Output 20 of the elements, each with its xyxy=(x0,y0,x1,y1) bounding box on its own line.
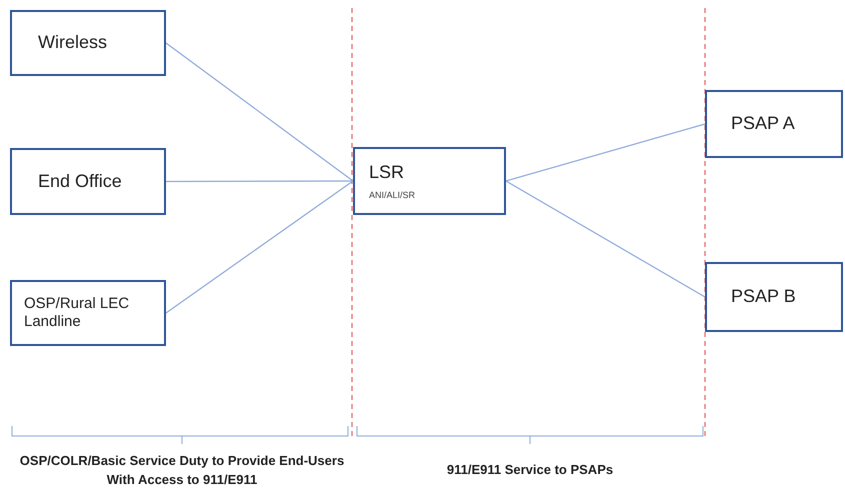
section-label: 911/E911 Service to PSAPs xyxy=(446,461,614,479)
process-box xyxy=(10,148,166,215)
process-box xyxy=(705,262,843,332)
node-label: PSAP A xyxy=(731,113,796,135)
connector-line xyxy=(506,180,706,298)
process-box xyxy=(10,280,166,346)
node-label: PSAP B xyxy=(731,286,797,308)
node-label: End Office xyxy=(38,170,123,192)
process-box xyxy=(705,90,843,158)
process-box xyxy=(10,10,166,76)
node-label: OSP/Rural LEC Landline xyxy=(24,295,130,331)
section-label: OSP/COLR/Basic Service Duty to Provide End-Users With Access to 911/E911 xyxy=(18,452,346,489)
node-sublabel: ANI/ALI/SR xyxy=(369,190,416,200)
node-label: LSR xyxy=(369,162,406,184)
connector-line xyxy=(166,180,353,182)
connector-line xyxy=(166,180,354,314)
connector-line xyxy=(166,42,354,182)
connector-line xyxy=(506,123,706,182)
node-label: Wireless xyxy=(38,32,108,54)
process-box xyxy=(353,147,506,215)
